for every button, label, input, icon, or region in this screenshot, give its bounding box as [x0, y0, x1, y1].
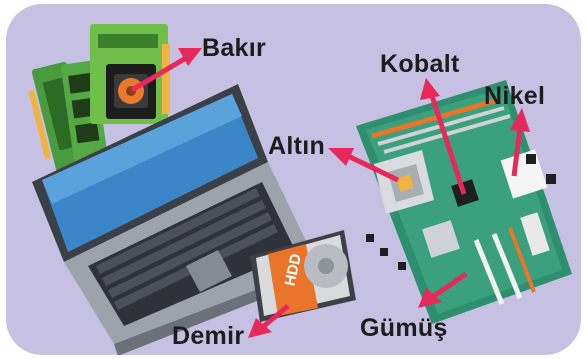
copper-board [90, 24, 170, 124]
arrows [130, 48, 530, 338]
laptop [32, 84, 320, 355]
label-altin: Altın [268, 132, 326, 160]
label-gumus: Gümüş [360, 314, 448, 342]
illustration-card: HDD [6, 4, 581, 355]
label-kobalt: Kobalt [380, 50, 460, 78]
label-demir: Demir [172, 322, 245, 350]
label-nikel: Nikel [484, 82, 546, 110]
electronics-illustration: HDD [28, 24, 572, 355]
motherboard [356, 80, 572, 324]
hdd-label: HDD [282, 252, 305, 287]
label-bakir: Bakır [202, 34, 267, 62]
hard-drive: HDD [250, 230, 356, 322]
